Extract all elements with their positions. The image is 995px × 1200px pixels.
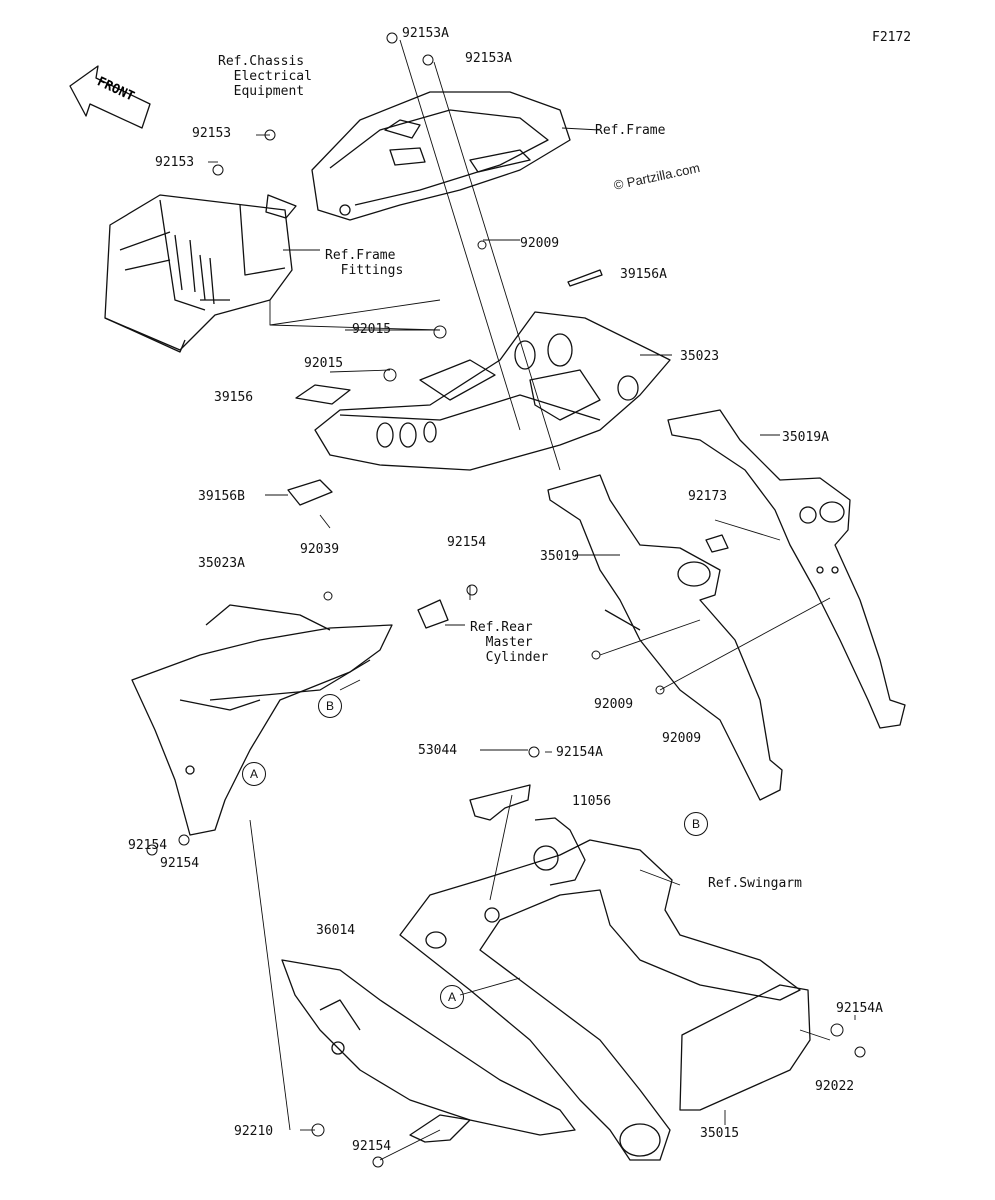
figure-id: F2172	[872, 30, 912, 45]
electrical-tray-drawing	[104, 194, 297, 353]
label-ref-rear-master-cylinder: Ref.Rear Master Cylinder	[470, 620, 549, 665]
label-39156A: 39156A	[620, 267, 667, 282]
label-11056: 11056	[572, 794, 612, 809]
label-92210: 92210	[234, 1124, 274, 1139]
label-92173: 92173	[688, 489, 728, 504]
callout-a-left: A	[242, 762, 266, 786]
label-92154A-mid: 92154A	[556, 745, 603, 760]
callout-a-bottom: A	[440, 985, 464, 1009]
label-92009-top: 92009	[520, 236, 560, 251]
label-92154-bottom: 92154	[352, 1139, 392, 1154]
label-ref-swingarm: Ref.Swingarm	[708, 876, 802, 891]
front-arrow-icon	[69, 65, 151, 129]
label-ref-frame-fittings: Ref.Frame Fittings	[325, 248, 404, 278]
label-53044: 53044	[418, 743, 458, 758]
label-35023A: 35023A	[198, 556, 245, 571]
label-92153A-second: 92153A	[465, 51, 512, 66]
pad-39156B-drawing	[287, 479, 333, 506]
label-92009-right: 92009	[662, 731, 702, 746]
pad-39156A-drawing	[567, 269, 603, 287]
callout-b-left: B	[318, 694, 342, 718]
label-92154-left-2: 92154	[160, 856, 200, 871]
label-92153-a: 92153	[192, 126, 232, 141]
ref-swingarm-drawing	[399, 817, 801, 1161]
label-92022: 92022	[815, 1079, 855, 1094]
label-92015-b: 92015	[304, 356, 344, 371]
master-cylinder-clip-drawing	[417, 599, 449, 629]
label-35015: 35015	[700, 1126, 740, 1141]
front-badge-text: FRONT	[94, 74, 137, 105]
label-92039: 92039	[300, 542, 340, 557]
pad-39156-drawing	[295, 384, 351, 405]
label-92153-b: 92153	[155, 155, 195, 170]
label-ref-chassis-electrical: Ref.Chassis Electrical Equipment	[218, 54, 312, 99]
label-ref-frame: Ref.Frame	[595, 123, 666, 138]
bracket-35019-drawing	[547, 474, 783, 801]
label-92153A-top: 92153A	[402, 26, 449, 41]
label-92154-top: 92154	[447, 535, 487, 550]
label-92009-mid: 92009	[594, 697, 634, 712]
label-92015-a: 92015	[352, 322, 392, 337]
label-39156: 39156	[214, 390, 254, 405]
label-92154A-right: 92154A	[836, 1001, 883, 1016]
hugger-35023A-drawing	[131, 604, 393, 836]
label-35023: 35023	[680, 349, 720, 364]
label-36014: 36014	[316, 923, 356, 938]
label-35019A: 35019A	[782, 430, 829, 445]
rear-fender-35023-drawing	[314, 311, 671, 471]
bracket-11056-drawing	[469, 784, 531, 821]
clip-92173-drawing	[705, 534, 729, 553]
cover-35015-drawing	[679, 984, 811, 1111]
callout-b-right: B	[684, 812, 708, 836]
bracket-35019A-drawing	[667, 409, 906, 729]
label-92154-left-1: 92154	[128, 838, 168, 853]
front-badge: FRONT	[78, 72, 158, 112]
label-35019: 35019	[540, 549, 580, 564]
fastener-markers	[146, 32, 866, 1168]
ref-frame-drawing	[311, 91, 571, 221]
label-39156B: 39156B	[198, 489, 245, 504]
chain-guard-36014-drawing	[281, 959, 576, 1143]
